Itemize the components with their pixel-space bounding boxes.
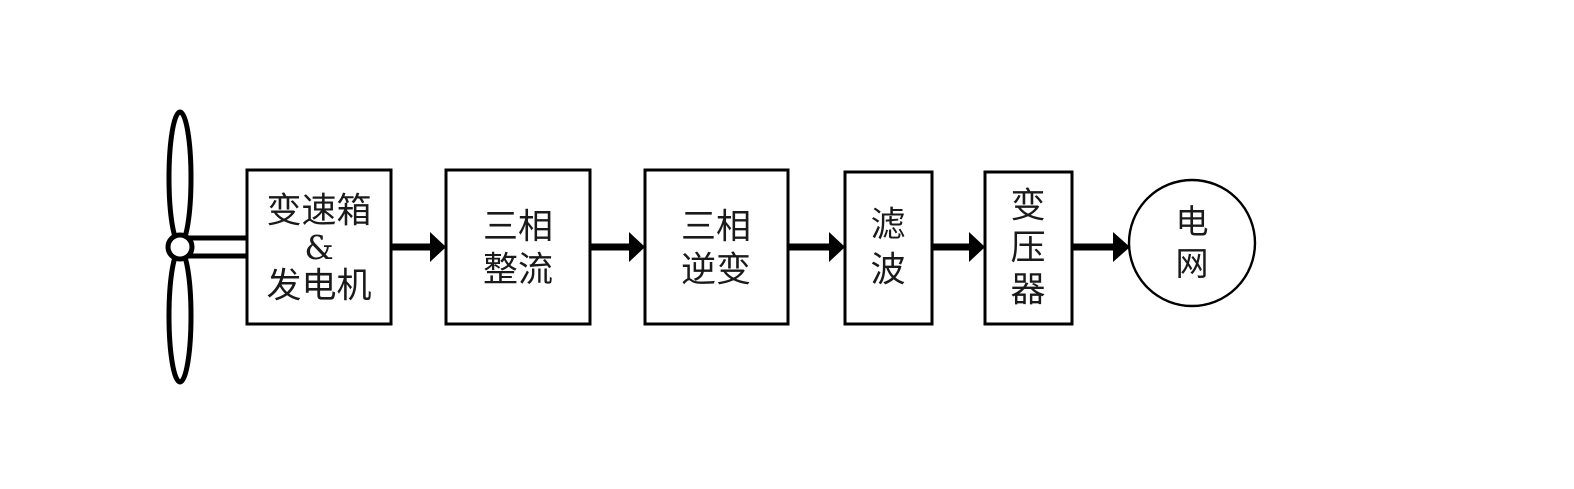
wind-turbine-icon	[165, 109, 252, 385]
connector-transformer-to-grid	[1072, 232, 1130, 262]
node-three-phase-rectifier-label-line2: 整流	[483, 251, 553, 291]
node-three-phase-rectifier[interactable]: 三相 整流	[444, 168, 592, 326]
node-filter[interactable]: 滤 波	[843, 170, 934, 326]
node-transformer[interactable]: 变 压 器	[983, 170, 1074, 326]
node-filter-label-line2: 波	[870, 251, 905, 291]
connector-filter-to-transformer	[932, 232, 985, 262]
connector-inverter-to-filter	[788, 232, 845, 262]
node-gearbox-generator-label-line3: 发电机	[266, 267, 371, 307]
connector-rectifier-to-inverter	[590, 232, 645, 262]
node-three-phase-inverter-label-line2: 逆变	[681, 251, 751, 291]
node-three-phase-inverter-box[interactable]	[643, 168, 790, 326]
node-transformer-box[interactable]	[983, 170, 1074, 326]
node-power-grid[interactable]: 电 网	[1127, 178, 1257, 308]
node-gearbox-generator-label-line1: 变速箱	[266, 192, 371, 232]
turbine-drive-shaft	[183, 235, 252, 259]
node-filter-label-line1: 滤	[870, 206, 905, 246]
turbine-hub	[165, 232, 195, 262]
node-gearbox-generator[interactable]: 变速箱 & 发电机	[245, 168, 393, 326]
connector-filter-to-transformer-arrowhead	[969, 232, 985, 262]
node-power-grid-label-line1: 电	[1176, 202, 1209, 241]
connector-inverter-to-filter-arrowhead	[829, 232, 845, 262]
node-power-grid-circle[interactable]	[1127, 178, 1257, 308]
node-three-phase-inverter-label-line1: 三相	[681, 208, 751, 248]
turbine-blade-upper	[166, 109, 194, 247]
node-gearbox-generator-box[interactable]	[245, 168, 393, 326]
node-transformer-label-line2: 压	[1010, 229, 1045, 269]
connector-gearbox-to-rectifier	[391, 232, 446, 262]
node-three-phase-rectifier-box[interactable]	[444, 168, 592, 326]
node-filter-box[interactable]	[843, 170, 934, 326]
node-power-grid-label-line2: 网	[1176, 244, 1209, 283]
node-transformer-label-line3: 器	[1010, 271, 1045, 311]
turbine-blade-lower	[166, 247, 194, 385]
node-three-phase-inverter[interactable]: 三相 逆变	[643, 168, 790, 326]
node-gearbox-generator-label-line2: &	[304, 228, 333, 267]
connector-gearbox-to-rectifier-arrowhead	[430, 232, 446, 262]
connector-rectifier-to-inverter-arrowhead	[629, 232, 645, 262]
connector-transformer-to-grid-arrowhead	[1113, 232, 1130, 262]
node-transformer-label-line1: 变	[1010, 187, 1045, 227]
node-three-phase-rectifier-label-line1: 三相	[483, 208, 553, 248]
